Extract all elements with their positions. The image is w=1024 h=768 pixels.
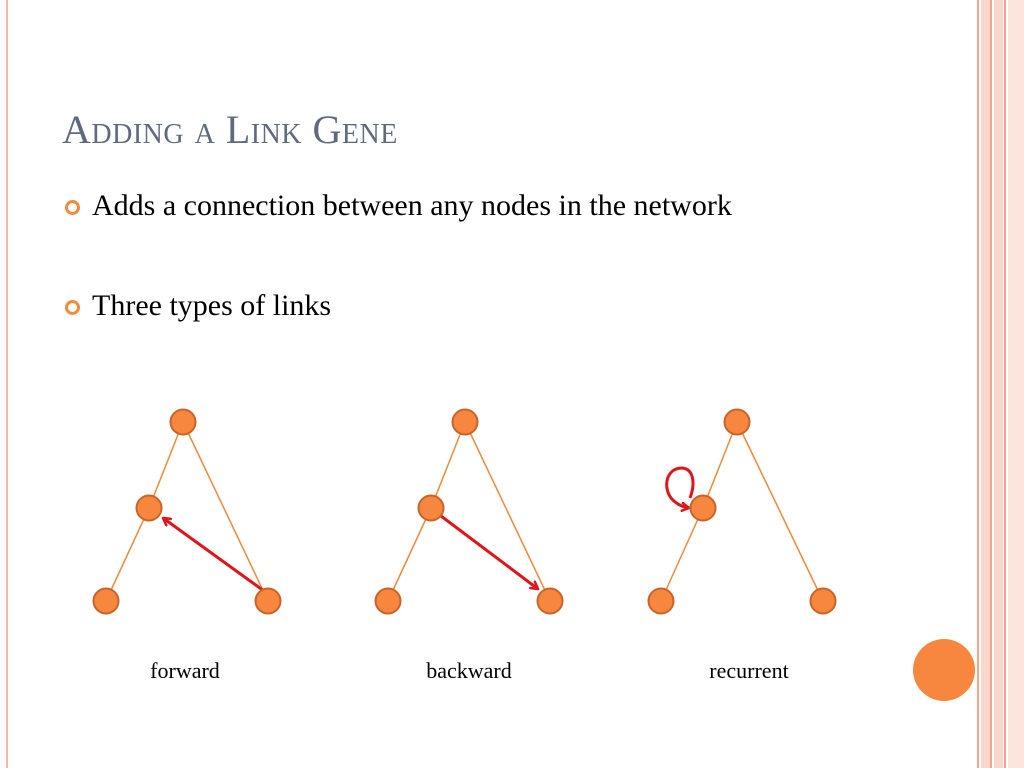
backward-link-arrow — [440, 514, 538, 589]
network-node — [451, 408, 479, 436]
diagram-label: backward — [426, 658, 512, 683]
network-edge — [702, 421, 738, 509]
right-border-stripe — [990, 0, 992, 768]
network-node — [417, 494, 445, 522]
right-border-stripe — [981, 0, 990, 768]
network-edge — [660, 507, 704, 602]
decorative-circle — [913, 639, 975, 701]
recurrent-link-arrow — [665, 466, 695, 508]
right-border-stripe — [1004, 0, 1006, 768]
slide-title: Adding a Link Gene — [62, 107, 398, 152]
network-node — [689, 494, 717, 522]
network-node — [169, 408, 197, 436]
network-edge — [736, 421, 824, 602]
bullet-ring-icon — [65, 200, 80, 215]
network-edge — [430, 421, 466, 509]
network-node — [647, 587, 675, 615]
right-border-stripe — [994, 0, 1003, 768]
network-node — [254, 587, 282, 615]
forward-link-arrow — [163, 518, 265, 593]
diagram-label: recurrent — [709, 658, 788, 683]
recurrent-diagram: recurrent — [647, 408, 837, 683]
bullet-item: Three types of links — [62, 286, 822, 326]
network-edge — [105, 507, 150, 602]
forward-diagram: forward — [92, 408, 282, 683]
left-border-rule — [6, 0, 8, 768]
network-node — [723, 408, 751, 436]
network-node — [809, 587, 837, 615]
bullet-item: Adds a connection between any nodes in t… — [62, 186, 822, 226]
right-border-stripe — [977, 0, 979, 768]
bullet-text: Adds a connection between any nodes in t… — [92, 189, 732, 222]
network-node — [374, 587, 402, 615]
network-edge — [464, 421, 551, 602]
network-node — [536, 587, 564, 615]
bullet-ring-icon — [65, 300, 80, 315]
diagram-label: forward — [150, 658, 220, 683]
network-node — [135, 494, 163, 522]
bullet-list: Adds a connection between any nodes in t… — [62, 186, 822, 326]
network-edge — [148, 421, 184, 509]
right-border-stripe — [1008, 0, 1024, 768]
network-edge — [182, 421, 269, 602]
bullet-text: Three types of links — [92, 289, 332, 322]
network-node — [92, 587, 120, 615]
backward-diagram: backward — [374, 408, 564, 683]
network-edge — [387, 507, 432, 602]
